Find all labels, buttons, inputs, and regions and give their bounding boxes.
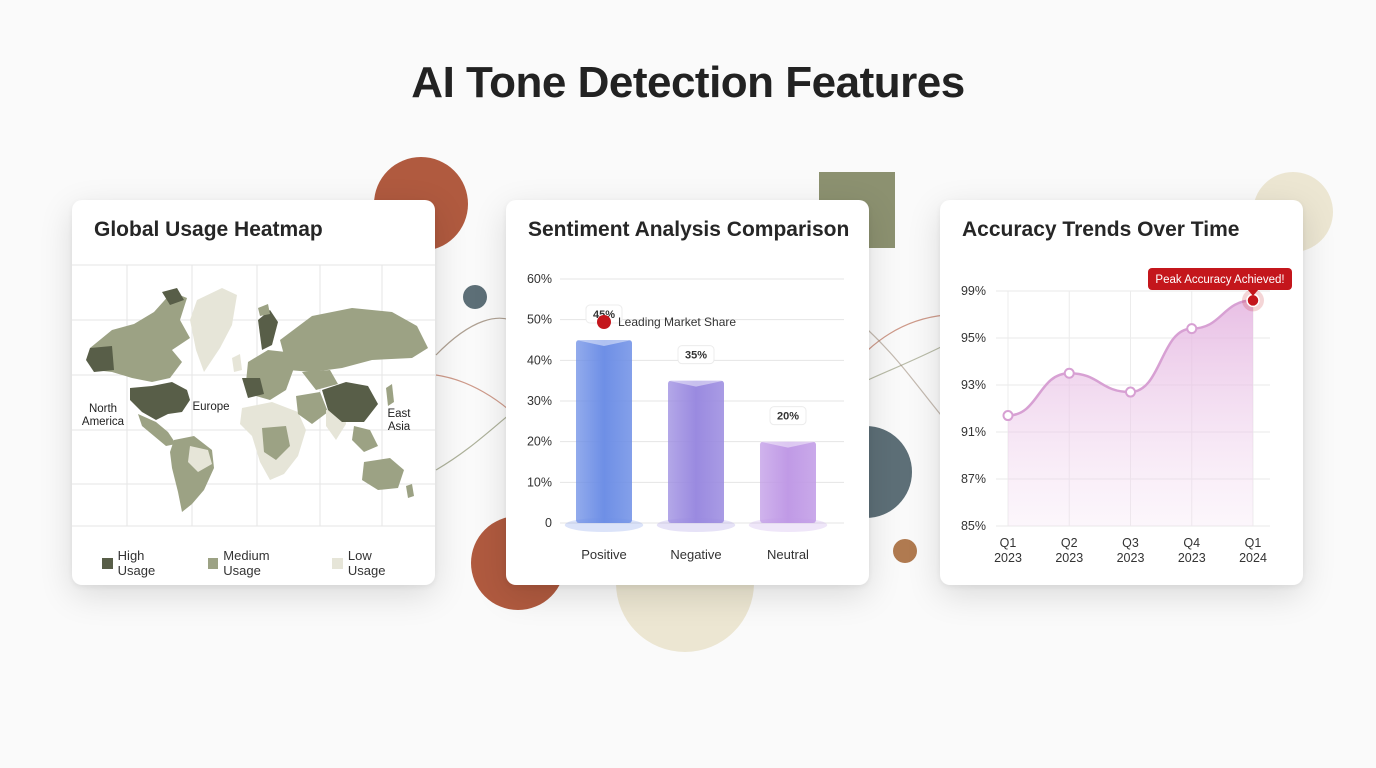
sentiment-bar-chart: 010%20%30%40%50%60%45%Positive35%Negativ… <box>527 272 844 562</box>
label-north-america-1: North <box>89 403 117 415</box>
bar-y-tick: 0 <box>545 516 552 530</box>
page-title: AI Tone Detection Features <box>411 58 965 107</box>
label-europe: Europe <box>192 401 229 413</box>
heatmap-legend: High Usage Medium Usage Low Usage <box>102 548 435 578</box>
map-arctic-islands <box>162 288 184 305</box>
line-y-tick: 93% <box>961 378 986 392</box>
map-africa-mid <box>262 426 290 460</box>
map-iceland <box>258 304 270 316</box>
line-x-tick: Q3 <box>1122 536 1139 550</box>
label-east-asia-2: Asia <box>388 421 411 433</box>
accuracy-chart-title: Accuracy Trends Over Time <box>962 218 1240 241</box>
line-x-tick-year: 2023 <box>1117 551 1145 565</box>
bar-y-tick: 60% <box>527 272 552 286</box>
map-canada <box>90 292 190 382</box>
legend-label-medium: Medium Usage <box>223 548 270 578</box>
map-china <box>322 382 378 422</box>
map-greenland <box>190 288 237 372</box>
line-x-tick: Q2 <box>1061 536 1078 550</box>
legend-swatch-high <box>102 557 113 569</box>
legend-item-high: High Usage <box>102 548 184 578</box>
bar-neutral <box>760 441 816 523</box>
line-y-tick: 87% <box>961 472 986 486</box>
bar-y-tick: 30% <box>527 394 552 408</box>
sentiment-card: Sentiment Analysis Comparison 0 10% 20% 30%… <box>506 200 869 585</box>
line-point <box>1002 410 1014 422</box>
line-x-tick: Q1 <box>1000 536 1017 550</box>
line-x-tick-year: 2023 <box>1178 551 1206 565</box>
peak-point <box>1246 293 1260 308</box>
bar-x-label: Negative <box>670 547 721 562</box>
line-point <box>1063 367 1075 379</box>
line-y-tick: 91% <box>961 425 986 439</box>
bar-data-label: 35% <box>685 350 707 362</box>
map-australia <box>362 458 404 490</box>
line-x-tick-year: 2023 <box>994 551 1022 565</box>
map-usa <box>130 382 190 420</box>
line-y-tick: 85% <box>961 519 986 533</box>
bar-top-face <box>760 433 816 448</box>
map-russia <box>280 308 428 372</box>
line-point <box>1125 386 1136 398</box>
map-western-europe <box>242 378 264 398</box>
map-central-asia <box>302 370 338 390</box>
map-new-zealand <box>406 484 414 498</box>
map-uk <box>232 354 242 372</box>
map-southeast-asia <box>352 426 378 452</box>
map-mexico <box>138 414 176 446</box>
peak-callout-pointer <box>1248 290 1258 296</box>
bar-top-face <box>668 372 724 387</box>
sentiment-chart-title: Sentiment Analysis Comparison <box>528 218 850 241</box>
legend-item-low: Low Usage <box>332 548 411 578</box>
line-x-tick-year: 2024 <box>1239 551 1267 565</box>
bar-top-face <box>576 332 632 346</box>
line-y-tick: 95% <box>961 331 986 345</box>
peak-callout <box>1148 268 1292 290</box>
accuracy-card: Accuracy Trends Over Time 85% 87% 91% 93% 95… <box>940 200 1303 585</box>
bar-value-bubble <box>677 345 715 365</box>
map-japan <box>386 384 394 406</box>
legend-swatch-medium <box>207 557 219 569</box>
map-middle-east <box>296 392 328 424</box>
bar-annotation: Leading Market Share <box>618 315 736 329</box>
world-map: North America Europe East Asia <box>72 264 435 527</box>
line-x-tick-year: 2023 <box>1055 551 1083 565</box>
peak-callout-label: Peak Accuracy Achieved! <box>1155 274 1284 286</box>
bar-y-tick: 40% <box>527 353 552 367</box>
heatmap-card: Global Usage Heatmap <box>72 200 435 585</box>
leading-marker-icon <box>597 315 611 329</box>
bar-data-label: 20% <box>777 411 799 423</box>
decor-circle-slate-small <box>463 285 487 309</box>
accuracy-line-chart: 85%87%91%93%95%99%Q12023Q22023Q32023Q420… <box>961 268 1292 565</box>
legend-item-medium: Medium Usage <box>207 548 309 578</box>
legend-swatch-low <box>332 557 343 569</box>
legend-label-low: Low Usage <box>347 548 386 578</box>
line-y-tick: 99% <box>961 284 986 298</box>
bar-negative <box>668 380 724 523</box>
label-east-asia-1: East <box>387 408 411 420</box>
bar-x-label: Neutral <box>767 547 809 562</box>
bar-y-tick: 20% <box>527 435 552 449</box>
label-north-america-2: America <box>82 416 125 428</box>
map-scandinavia <box>258 310 278 350</box>
line-x-tick: Q4 <box>1183 536 1200 550</box>
line-x-tick: Q1 <box>1245 536 1262 550</box>
decor-circle-brown-small <box>893 539 917 563</box>
bar-value-bubble <box>769 406 807 426</box>
bar-y-tick: 10% <box>527 475 552 489</box>
bar-x-label: Positive <box>581 547 627 562</box>
bar-positive <box>576 340 632 523</box>
heatmap-title: Global Usage Heatmap <box>94 218 323 241</box>
map-brazil <box>188 446 212 472</box>
bar-y-tick: 50% <box>527 313 552 327</box>
line-point <box>1186 323 1198 335</box>
accuracy-area <box>1008 300 1253 526</box>
map-alaska <box>86 346 114 372</box>
legend-label-high: High Usage <box>117 548 156 578</box>
